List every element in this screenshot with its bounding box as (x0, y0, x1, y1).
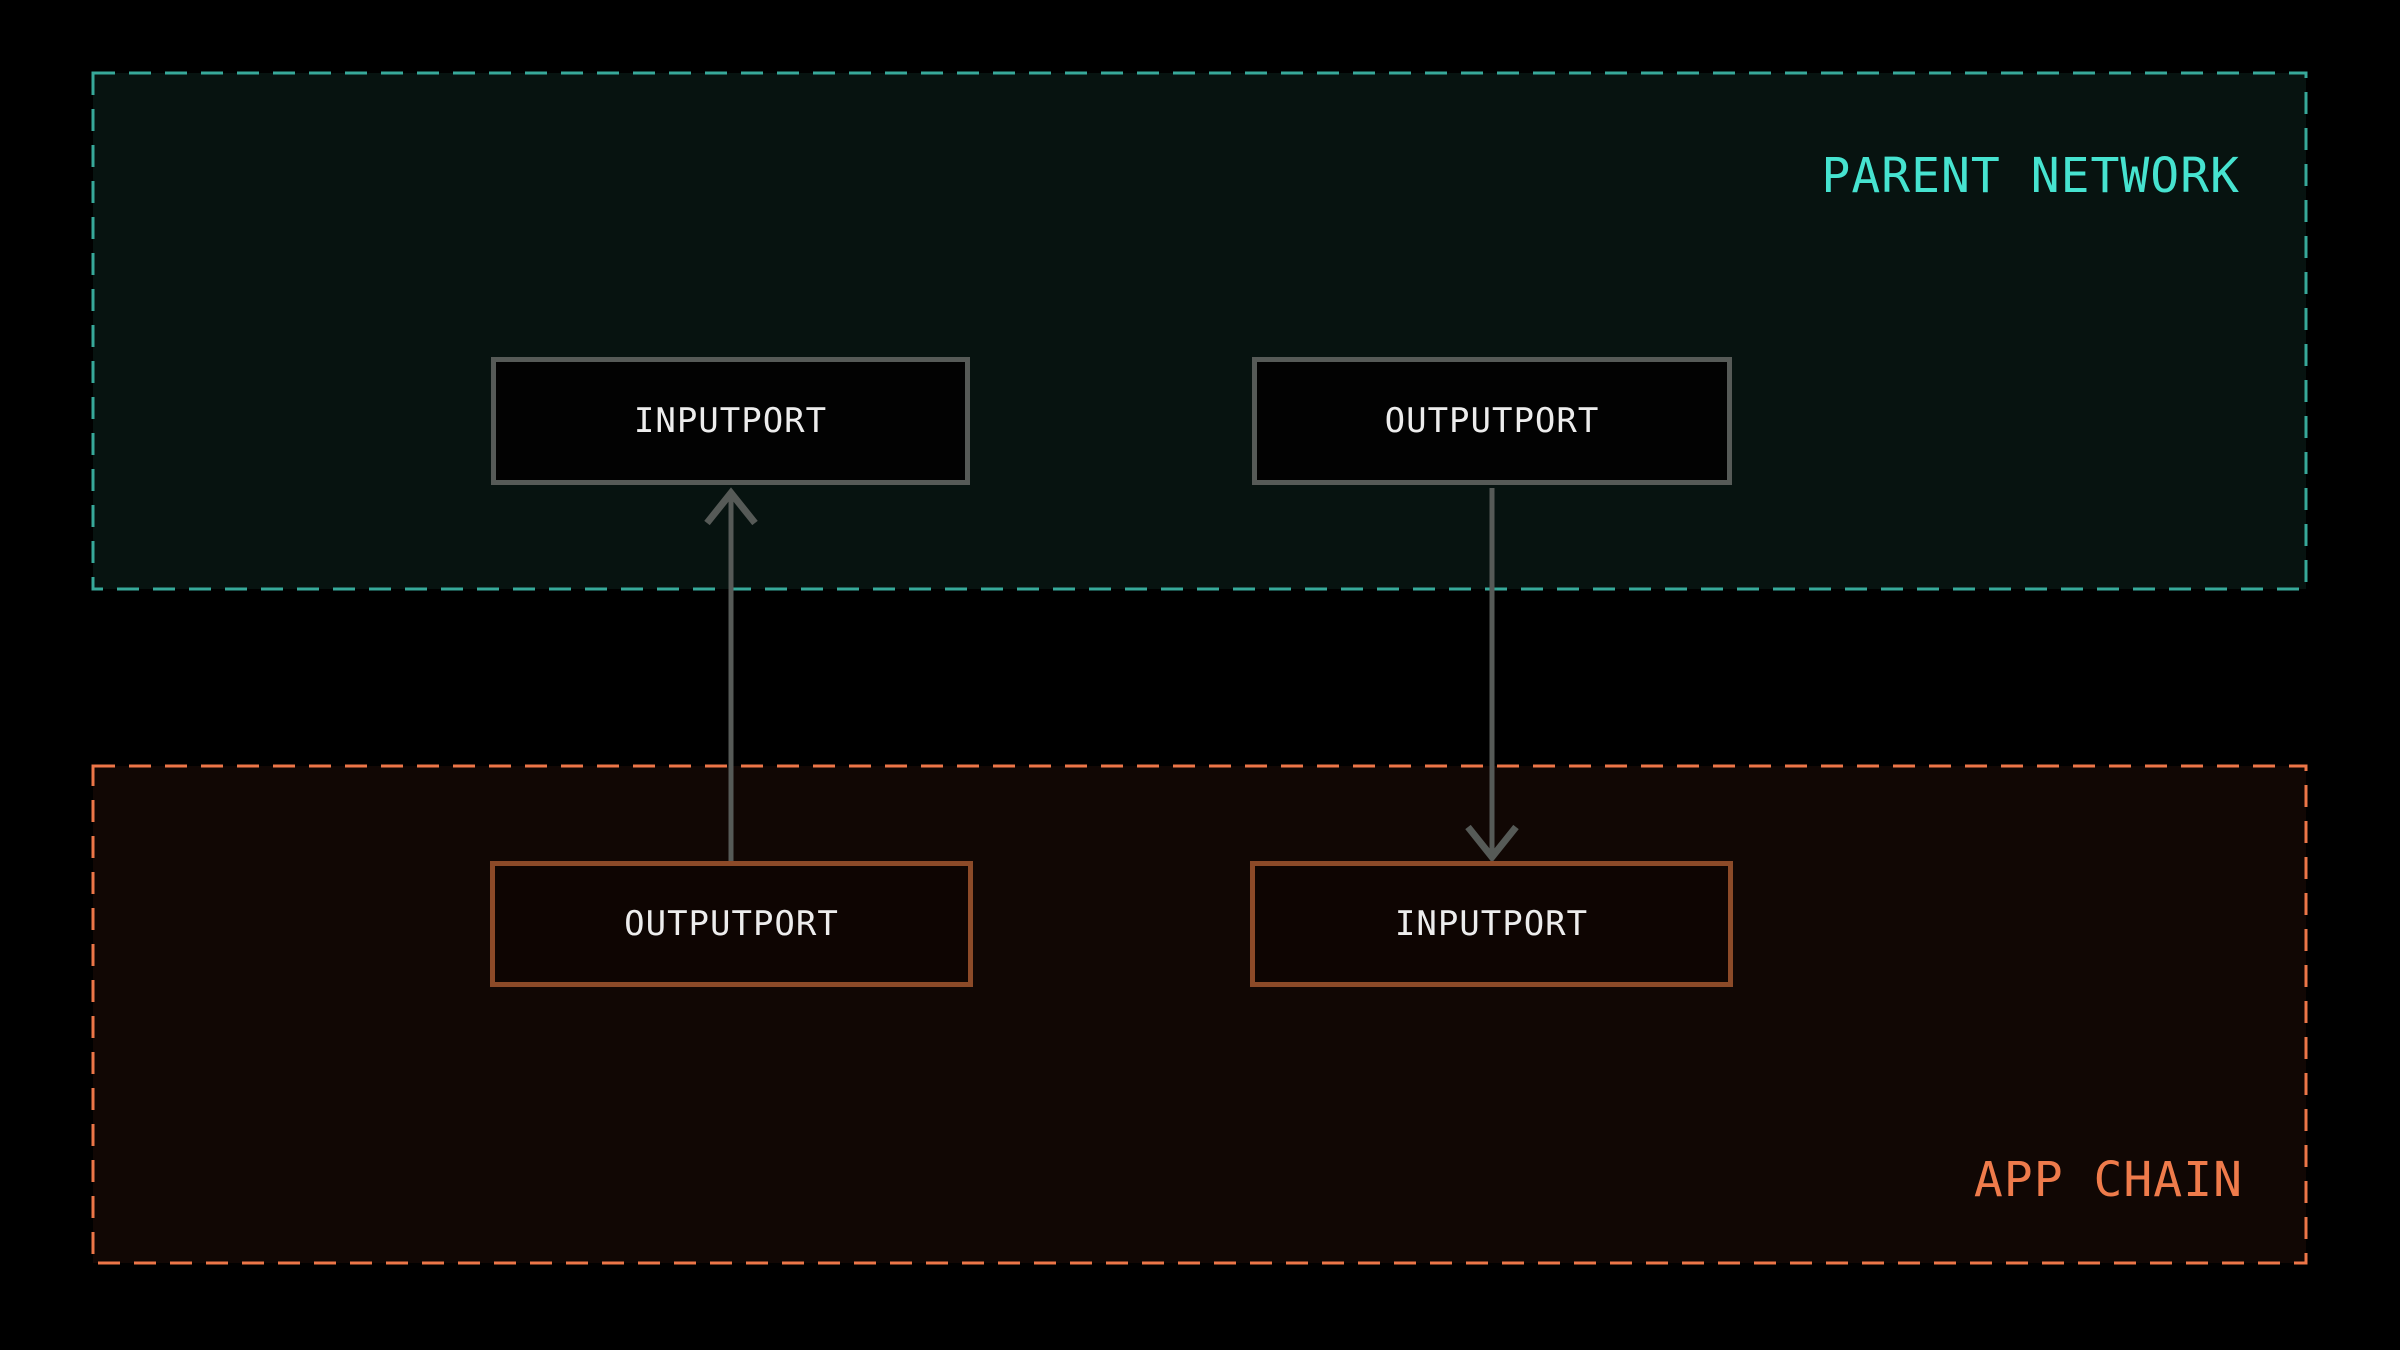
app-chain-inputport-label: INPUTPORT (1394, 904, 1589, 944)
app-chain-outputport-label: OUTPUTPORT (624, 904, 839, 944)
parent-network-region (91, 71, 2308, 591)
parent-network-label: PARENT NETWORK (1821, 148, 2240, 204)
app-chain-outputport-node: OUTPUTPORT (490, 861, 973, 987)
arrow-up-connection (704, 487, 758, 862)
app-chain-region (91, 764, 2308, 1265)
parent-network-outputport-label: OUTPUTPORT (1384, 401, 1600, 441)
parent-network-outputport-node: OUTPUTPORT (1252, 357, 1732, 485)
parent-network-inputport-node: INPUTPORT (491, 357, 970, 485)
app-chain-label: APP CHAIN (1973, 1152, 2243, 1208)
app-chain-inputport-node: INPUTPORT (1250, 861, 1733, 987)
arrow-down-connection (1465, 488, 1519, 863)
parent-network-inputport-label: INPUTPORT (633, 401, 828, 441)
